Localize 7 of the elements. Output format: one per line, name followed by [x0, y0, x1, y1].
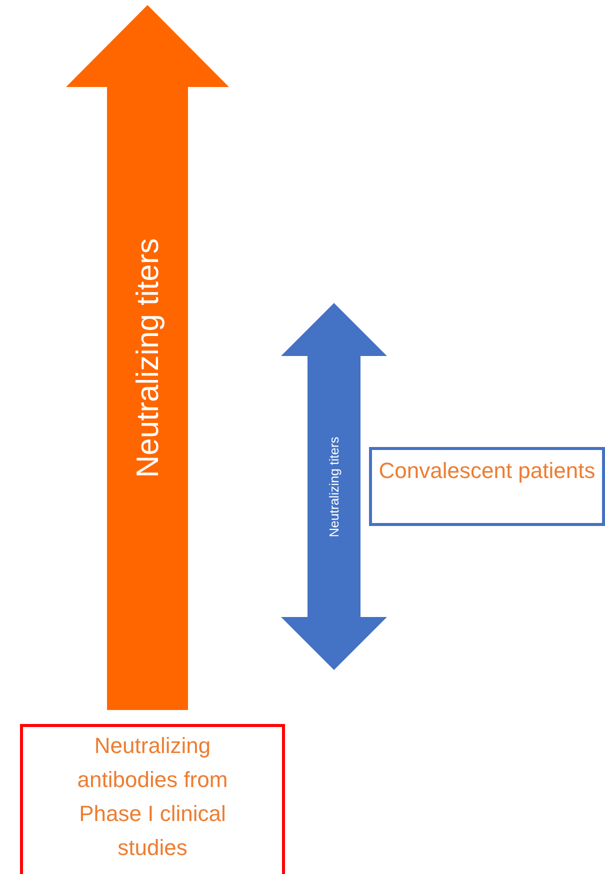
text-box — [369, 447, 605, 526]
box-label: Convalescent patients — [378, 457, 596, 485]
up-arrow-shape — [66, 5, 229, 710]
arrow-label: Neutralizing titers — [326, 436, 342, 537]
text-box — [20, 724, 285, 874]
box-label: Neutralizing antibodies from Phase I clinical studies — [76, 732, 229, 862]
arrow-label: Neutralizing titers — [130, 238, 166, 478]
